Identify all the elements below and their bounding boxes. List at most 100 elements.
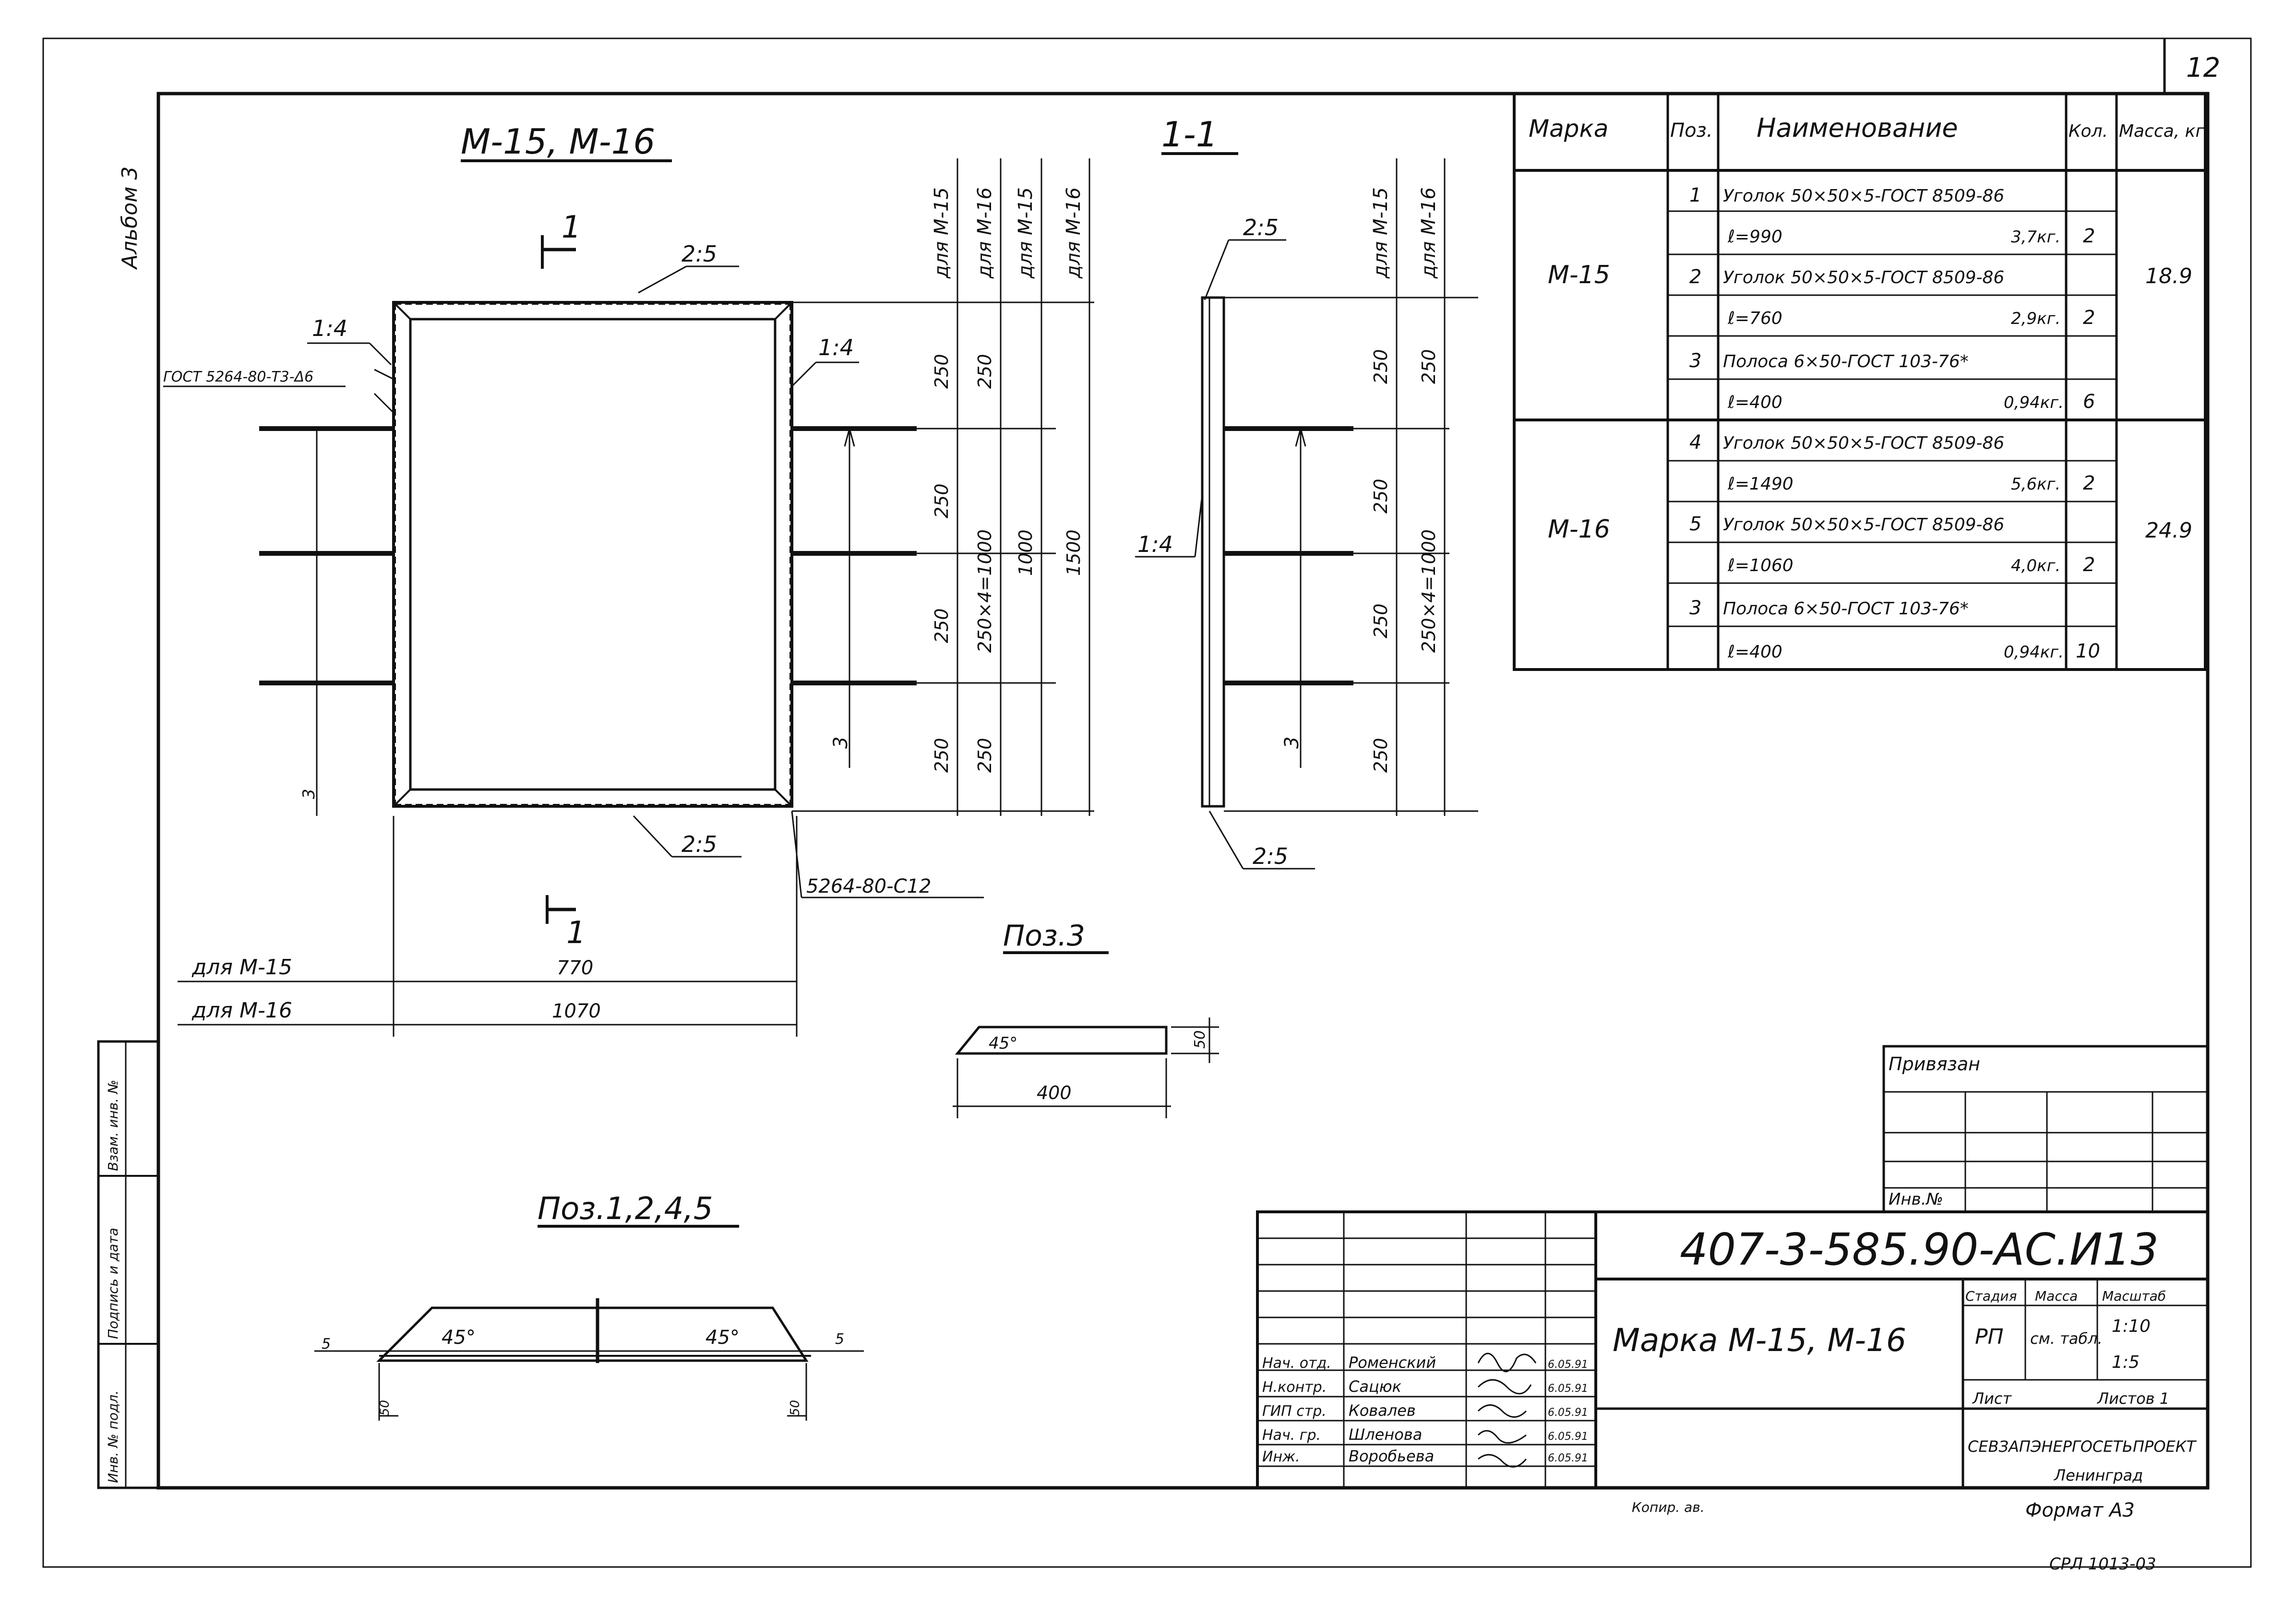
spec-row-qty: 2 — [2083, 225, 2095, 247]
sheet-label: Лист — [1972, 1389, 2012, 1408]
spec-row-pos: 3 — [1689, 350, 1701, 372]
pos3-detail: Поз.3 45° 50 400 — [953, 919, 1219, 1118]
plan-weld-top: 2:5 — [682, 241, 717, 267]
signer-role: Инж. — [1262, 1448, 1300, 1465]
spec-m16-mark: М-16 — [1548, 515, 1610, 544]
plan-width-m16-label: для М-16 — [191, 998, 292, 1023]
spec-row-pos: 2 — [1689, 266, 1701, 288]
spec-row-unit-mass: 0,94кг. — [2004, 643, 2064, 662]
section-dim-b0: 250 — [1418, 349, 1439, 384]
spec-header-name: Наименование — [1757, 113, 1958, 143]
plan-dim-3b: 3 — [830, 737, 852, 749]
spec-row-pos: 4 — [1689, 431, 1701, 454]
pos1245-dim-left: 5 — [322, 1336, 331, 1352]
plan-gost-bottom: 5264-80-С12 — [806, 875, 931, 897]
section-heading-m15: для М-15 — [1370, 187, 1392, 279]
plan-dim-a1: 250 — [931, 483, 952, 518]
section-dim-a2: 250 — [1370, 603, 1391, 638]
spec-row-pos: 3 — [1689, 597, 1701, 619]
sheets-label: Листов 1 — [2097, 1389, 2169, 1408]
section-dim-a0: 250 — [1370, 349, 1391, 384]
section-weld-top: 2:5 — [1243, 215, 1279, 240]
spec-table — [1513, 92, 2207, 671]
spec-row-name: Уголок 50×50×5-ГОСТ 8509-86 — [1723, 268, 2004, 287]
section-heading-m16: для М-16 — [1418, 187, 1440, 279]
binding-box — [1882, 1045, 2209, 1213]
spec-row-name: Уголок 50×50×5-ГОСТ 8509-86 — [1723, 433, 2004, 453]
spec-row-name: Полоса 6×50-ГОСТ 103-76* — [1723, 599, 1969, 619]
plan-weld-bottom: 2:5 — [682, 831, 717, 857]
pos1245-leg-left: 50 — [378, 1400, 392, 1416]
signer-role: Нач. отд. — [1262, 1355, 1331, 1372]
signer-name: Воробьева — [1349, 1447, 1434, 1465]
org-city: Ленинград — [2054, 1466, 2143, 1484]
section-dim-a1: 250 — [1370, 479, 1391, 514]
mass-label: Масса — [2035, 1288, 2078, 1304]
signer-role: ГИП стр. — [1262, 1403, 1327, 1420]
spec-header-pos: Поз. — [1670, 120, 1713, 142]
plan-heading-m15b: для М-15 — [1015, 187, 1037, 279]
plan-gost-left: ГОСТ 5264-80-Т3-Δ6 — [163, 369, 313, 385]
spec-row-pos: 1 — [1689, 184, 1701, 206]
plan-section-mark-bottom: 1 — [566, 915, 586, 951]
section-title: 1-1 — [1161, 114, 1218, 155]
signer-role: Нач. гр. — [1262, 1427, 1321, 1444]
spec-row-name: Уголок 50×50×5-ГОСТ 8509-86 — [1723, 515, 2004, 535]
org-name: СЕВЗАПЭНЕРГОСЕТЬПРОЕКТ — [1968, 1437, 2197, 1456]
pos1245-title: Поз.1,2,4,5 — [538, 1191, 713, 1227]
signer-date: 6.05.91 — [1548, 1383, 1588, 1395]
plan-dim-b0: 250 — [974, 354, 995, 389]
plan-dim-sum: 250×4=1000 — [974, 529, 995, 653]
doc-code: 407-3-585.90-АС.И13 — [1680, 1224, 2159, 1275]
plan-section-mark-top: 1 — [562, 210, 581, 245]
pos1245-dim-right: 5 — [835, 1331, 844, 1348]
plan-weld-right: 1:4 — [818, 335, 854, 360]
spec-row-qty: 2 — [2083, 472, 2095, 494]
spec-row-unit-mass: 5,6кг. — [2011, 475, 2060, 494]
signer-date: 6.05.91 — [1548, 1407, 1588, 1419]
scale-label: Масштаб — [2102, 1288, 2166, 1304]
sheet-number: 12 — [2186, 52, 2220, 84]
signer-name: Ковалев — [1349, 1401, 1416, 1420]
copy-label: Копир. ав. — [1632, 1499, 1705, 1515]
plan-dim-b2: 250 — [974, 738, 995, 773]
doc-name: Марка М-15, М-16 — [1613, 1322, 1906, 1359]
spec-m16-mass: 24.9 — [2145, 518, 2192, 543]
signer-name: Шленова — [1349, 1425, 1422, 1444]
plan-dim-a3: 250 — [931, 738, 952, 773]
spec-header-mass: Масса, кг. — [2119, 121, 2210, 141]
spec-row-name: Уголок 50×50×5-ГОСТ 8509-86 — [1723, 186, 2004, 206]
plan-weld-left: 1:4 — [312, 315, 347, 341]
spec-row-name: ℓ=1060 — [1727, 556, 1794, 575]
spec-row-name: ℓ=400 — [1727, 642, 1782, 662]
signer-date: 6.05.91 — [1548, 1359, 1588, 1371]
plan-width-m15-label: для М-15 — [191, 955, 292, 980]
spec-row-unit-mass: 0,94кг. — [2004, 393, 2064, 412]
plan-dim-1500: 1500 — [1063, 529, 1084, 576]
plan-heading-m16b: для М-16 — [1063, 187, 1085, 279]
pos1245-detail: Поз.1,2,4,5 45° 45° 5 5 50 50 — [314, 1191, 864, 1421]
spec-row-qty: 10 — [2076, 640, 2100, 662]
spec-row-qty: 6 — [2083, 391, 2095, 413]
spec-header-mark: Марка — [1529, 115, 1608, 143]
signer-date: 6.05.91 — [1548, 1452, 1588, 1464]
signer-name: Сацюк — [1349, 1377, 1402, 1396]
spec-row-qty: 2 — [2083, 554, 2095, 576]
left-strip-inv-orig: Инв. № подл. — [105, 1390, 121, 1483]
plan-view: М-15, М-16 1 — [163, 121, 1094, 1037]
spec-row-name: ℓ=1490 — [1727, 474, 1794, 494]
section-dim-3: 3 — [1281, 737, 1303, 749]
section-view: 1-1 2:5 1:4 2:5 3 д — [1135, 114, 1478, 870]
signer-date: 6.05.91 — [1548, 1431, 1588, 1443]
plan-dim-1000: 1000 — [1015, 529, 1036, 576]
spec-row-pos: 5 — [1689, 513, 1701, 535]
spec-table-text: Марка Поз. Наименование Кол. Масса, кг. … — [1529, 113, 2210, 662]
plan-dim-3: 3 — [299, 789, 319, 799]
section-dim-sum: 250×4=1000 — [1418, 529, 1439, 653]
pos3-thickness: 50 — [1192, 1030, 1208, 1049]
title-block-text: 407-3-585.90-АС.И13 Марка М-15, М-16 Ста… — [1262, 1224, 2197, 1484]
spec-row-name: Полоса 6×50-ГОСТ 103-76* — [1723, 352, 1969, 371]
plan-width-m15: 770 — [557, 957, 593, 979]
pos1245-leg-right: 50 — [788, 1400, 802, 1416]
